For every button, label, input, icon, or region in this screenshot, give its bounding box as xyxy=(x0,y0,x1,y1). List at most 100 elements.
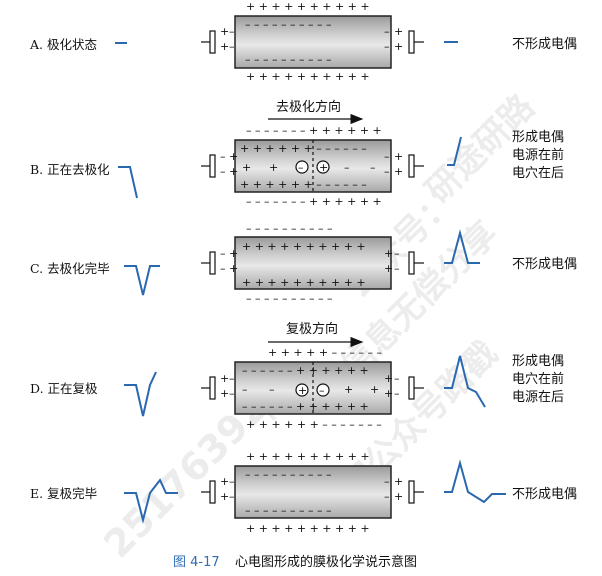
svg-text:–: – xyxy=(394,247,400,260)
svg-text:–: – xyxy=(344,161,350,174)
svg-text:–: – xyxy=(229,387,235,400)
charges-c: – – – – – – – – – – + + + + + + + + + + … xyxy=(220,222,400,305)
row-label-e: E. 复极完毕 xyxy=(30,486,97,501)
waveform-left-d xyxy=(124,371,157,417)
svg-text:–: – xyxy=(220,247,226,260)
row-label-c: C. 去极化完毕 xyxy=(30,261,110,276)
electrode-left-b xyxy=(201,154,216,178)
svg-text:–: – xyxy=(298,161,304,174)
svg-text:–: – xyxy=(394,262,400,275)
figure-caption: 图 4-17 心电图形成的膜极化学说示意图 xyxy=(173,554,417,570)
svg-text:–: – xyxy=(394,372,400,385)
svg-text:+: + xyxy=(384,387,393,400)
svg-text:+: + xyxy=(394,165,403,178)
svg-text:–: – xyxy=(319,384,325,397)
waveform-right-d xyxy=(444,355,486,408)
electrode-left-a xyxy=(201,30,216,54)
cell-c xyxy=(234,236,392,290)
svg-text:– – – – – – – – – –: – – – – – – – – – – xyxy=(245,18,331,31)
svg-text:+ + + + + + + + + +: + + + + + + + + + + xyxy=(242,240,366,253)
svg-text:+: + xyxy=(394,40,403,53)
waveform-left-e xyxy=(124,478,178,524)
svg-text:– – – – – – – – – –: – – – – – – – – – – xyxy=(246,222,332,235)
dipole-d: + – xyxy=(295,383,330,397)
dipole-b: – + xyxy=(295,160,330,174)
svg-text:+: + xyxy=(394,475,403,488)
svg-text:–: – xyxy=(384,490,390,503)
svg-text:+: + xyxy=(220,387,229,400)
status-d-line3: 电源在后 xyxy=(512,390,564,405)
arrow-label-b: 去极化方向 xyxy=(276,99,341,115)
svg-text:+: + xyxy=(229,150,238,163)
status-b-line1: 形成电偶 xyxy=(512,130,564,145)
electrode-right-d xyxy=(408,376,424,400)
electrode-right-e xyxy=(408,480,424,504)
svg-text:+: + xyxy=(319,161,328,174)
svg-text:–: – xyxy=(229,40,235,53)
row-c: C. 去极化完毕 – – – – – – – – – – + + + + + +… xyxy=(30,222,577,305)
charges-a: + + + + + + + + + + – – – – – – – – – – … xyxy=(220,0,403,83)
svg-text:–: – xyxy=(384,40,390,53)
svg-text:+: + xyxy=(220,490,229,503)
waveform-right-b xyxy=(447,136,462,166)
svg-text:+: + xyxy=(269,161,278,174)
svg-text:–: – xyxy=(229,490,235,503)
electrode-left-d xyxy=(201,376,216,400)
svg-text:–: – xyxy=(394,387,400,400)
status-d-line1: 形成电偶 xyxy=(512,354,564,369)
svg-text:– – – – – – – – – –: – – – – – – – – – – xyxy=(245,504,331,517)
svg-text:+: + xyxy=(394,150,403,163)
svg-text:–: – xyxy=(229,372,235,385)
status-b-line2: 电源在前 xyxy=(512,147,564,163)
status-d-line2: 电穴在前 xyxy=(512,371,564,387)
svg-text:–: – xyxy=(229,25,235,38)
waveform-right-e xyxy=(444,459,506,504)
row-a: A. 极化状态 + + + + + + + + + + – – – – – – … xyxy=(29,0,577,83)
waveform-right-c xyxy=(444,229,480,264)
status-b-line3: 电穴在后 xyxy=(512,166,564,181)
svg-text:+: + xyxy=(220,475,229,488)
charges-e: + + + + + + + + + + – – – – – – – – – – … xyxy=(220,450,403,535)
waveform-left-b xyxy=(118,166,138,199)
caption-figure-number: 图 4-17 xyxy=(173,555,220,570)
caption-title: 心电图形成的膜极化学说示意图 xyxy=(235,554,417,570)
svg-text:+ + + + + – – – – – –: + + + + + – – – – – – xyxy=(268,346,382,359)
status-c-line1: 不形成电偶 xyxy=(512,257,577,272)
charges-d: + + + + + – – – – – – – – – – – – + + + … xyxy=(220,346,400,431)
svg-text:–: – xyxy=(269,383,275,396)
svg-text:– – – – – – + + + + + +: – – – – – – + + + + + + xyxy=(242,364,369,377)
svg-text:+ + + + + + + + + +: + + + + + + + + + + xyxy=(246,522,370,535)
row-label-a: A. 极化状态 xyxy=(29,37,97,52)
row-e: E. 复极完毕 + + + + + + + + + + – – – – – – … xyxy=(30,450,577,535)
status-e-line1: 不形成电偶 xyxy=(512,487,577,502)
svg-text:–: – xyxy=(229,475,235,488)
row-label-d: D. 正在复极 xyxy=(30,381,98,396)
svg-text:+: + xyxy=(394,25,403,38)
svg-text:+: + xyxy=(370,383,379,396)
cell-e xyxy=(234,465,392,519)
svg-text:– – – – – – + + + + + +: – – – – – – + + + + + + xyxy=(242,400,369,413)
row-b: 去极化方向 B. 正在去极化 – – – – – – – + + + + + +… xyxy=(30,99,564,208)
electrode-right-c xyxy=(408,251,424,275)
svg-text:–: – xyxy=(384,150,390,163)
svg-text:+: + xyxy=(242,161,251,174)
svg-text:– – – – – – – + + + + + +: – – – – – – – + + + + + + xyxy=(246,124,382,137)
svg-text:+ + + + + + + + + +: + + + + + + + + + + xyxy=(246,0,370,13)
svg-text:+ + + + + + + + + +: + + + + + + + + + + xyxy=(246,450,370,463)
svg-text:+ + + + + + + + + +: + + + + + + + + + + xyxy=(242,276,366,289)
svg-text:+: + xyxy=(384,262,393,275)
svg-text:+: + xyxy=(229,247,238,260)
svg-text:+: + xyxy=(298,384,307,397)
svg-text:+: + xyxy=(344,383,353,396)
svg-text:–: – xyxy=(370,161,376,174)
svg-text:+: + xyxy=(220,25,229,38)
svg-text:+: + xyxy=(384,372,393,385)
svg-text:+: + xyxy=(229,262,238,275)
svg-text:+ + + + + + + + + +: + + + + + + + + + + xyxy=(246,70,370,83)
svg-text:+ + + + + + – – – – – –: + + + + + + – – – – – – xyxy=(240,178,367,191)
svg-text:– – – – – – – – – –: – – – – – – – – – – xyxy=(245,53,331,66)
electrode-right-b xyxy=(408,154,424,178)
svg-text:–: – xyxy=(384,25,390,38)
